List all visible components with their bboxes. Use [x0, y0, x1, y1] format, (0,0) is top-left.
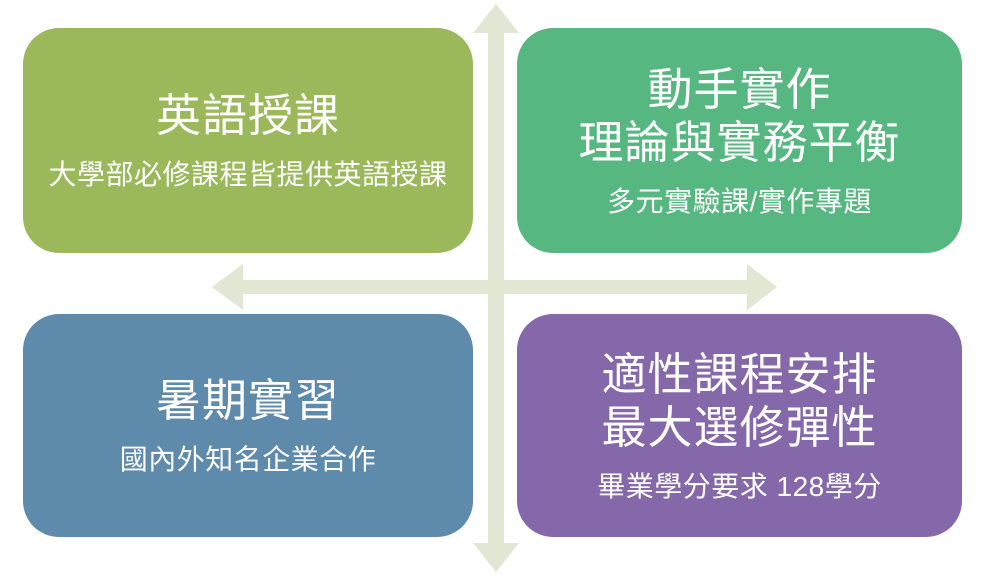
quadrant-english-instruction: 英語授課 大學部必修課程皆提供英語授課	[23, 28, 473, 253]
quadrant-subtitle: 多元實驗課/實作專題	[607, 185, 872, 217]
quadrant-title: 動手實作 理論與實務平衡	[578, 63, 900, 169]
title-line: 英語授課	[155, 90, 340, 142]
title-line: 適性課程安排	[601, 348, 878, 400]
quadrant-hands-on-practice: 動手實作 理論與實務平衡 多元實驗課/實作專題	[517, 28, 962, 253]
quadrant-title: 暑期實習	[156, 374, 340, 427]
quadrant-subtitle: 大學部必修課程皆提供英語授課	[48, 159, 448, 191]
horizontal-double-arrow	[212, 264, 777, 310]
title-line: 最大選修彈性	[601, 401, 878, 453]
title-line: 理論與實務平衡	[578, 116, 901, 168]
quadrant-summer-internship: 暑期實習 國內外知名企業合作	[23, 314, 473, 537]
quadrant-subtitle: 國內外知名企業合作	[119, 444, 377, 476]
quadrant-subtitle: 畢業學分要求 128學分	[597, 470, 882, 502]
quadrant-flexible-curriculum: 適性課程安排 最大選修彈性 畢業學分要求 128學分	[517, 314, 962, 537]
title-line: 暑期實習	[155, 375, 340, 427]
quadrant-title: 適性課程安排 最大選修彈性	[601, 348, 877, 454]
title-line: 動手實作	[647, 63, 832, 115]
quadrant-title: 英語授課	[156, 89, 340, 142]
